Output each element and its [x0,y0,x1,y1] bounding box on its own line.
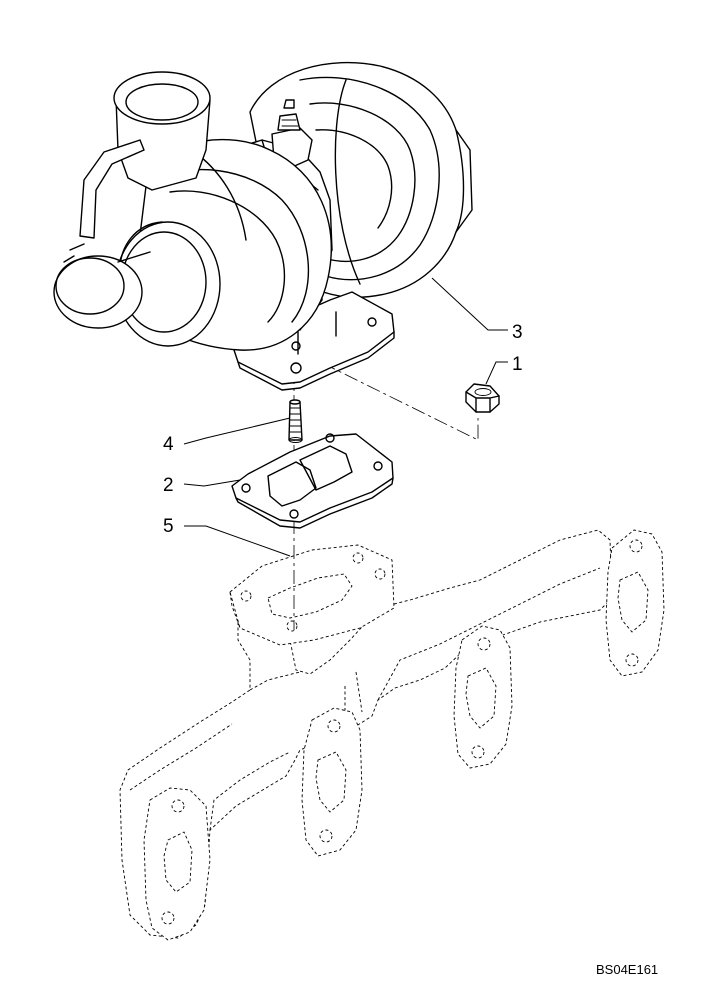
exhaust-manifold [119,529,665,941]
stud [288,399,303,443]
leader-2 [183,479,241,487]
leader-3 [431,277,508,331]
leader-lines [183,277,508,557]
assembly-centerlines [293,345,479,630]
callout-1: 1 [512,354,523,375]
callout-2: 2 [163,475,174,496]
leader-5 [184,525,291,557]
callout-5: 5 [163,516,174,537]
leader-1 [485,361,508,385]
leader-4 [183,417,291,445]
callout-4: 4 [163,434,174,455]
gasket [231,433,394,529]
hex-nut [465,383,500,413]
callout-labels: 3 1 4 2 5 [163,322,523,537]
callout-3: 3 [512,322,523,343]
drawing-code: BS04E161 [596,962,658,977]
turbocharger [53,61,473,391]
